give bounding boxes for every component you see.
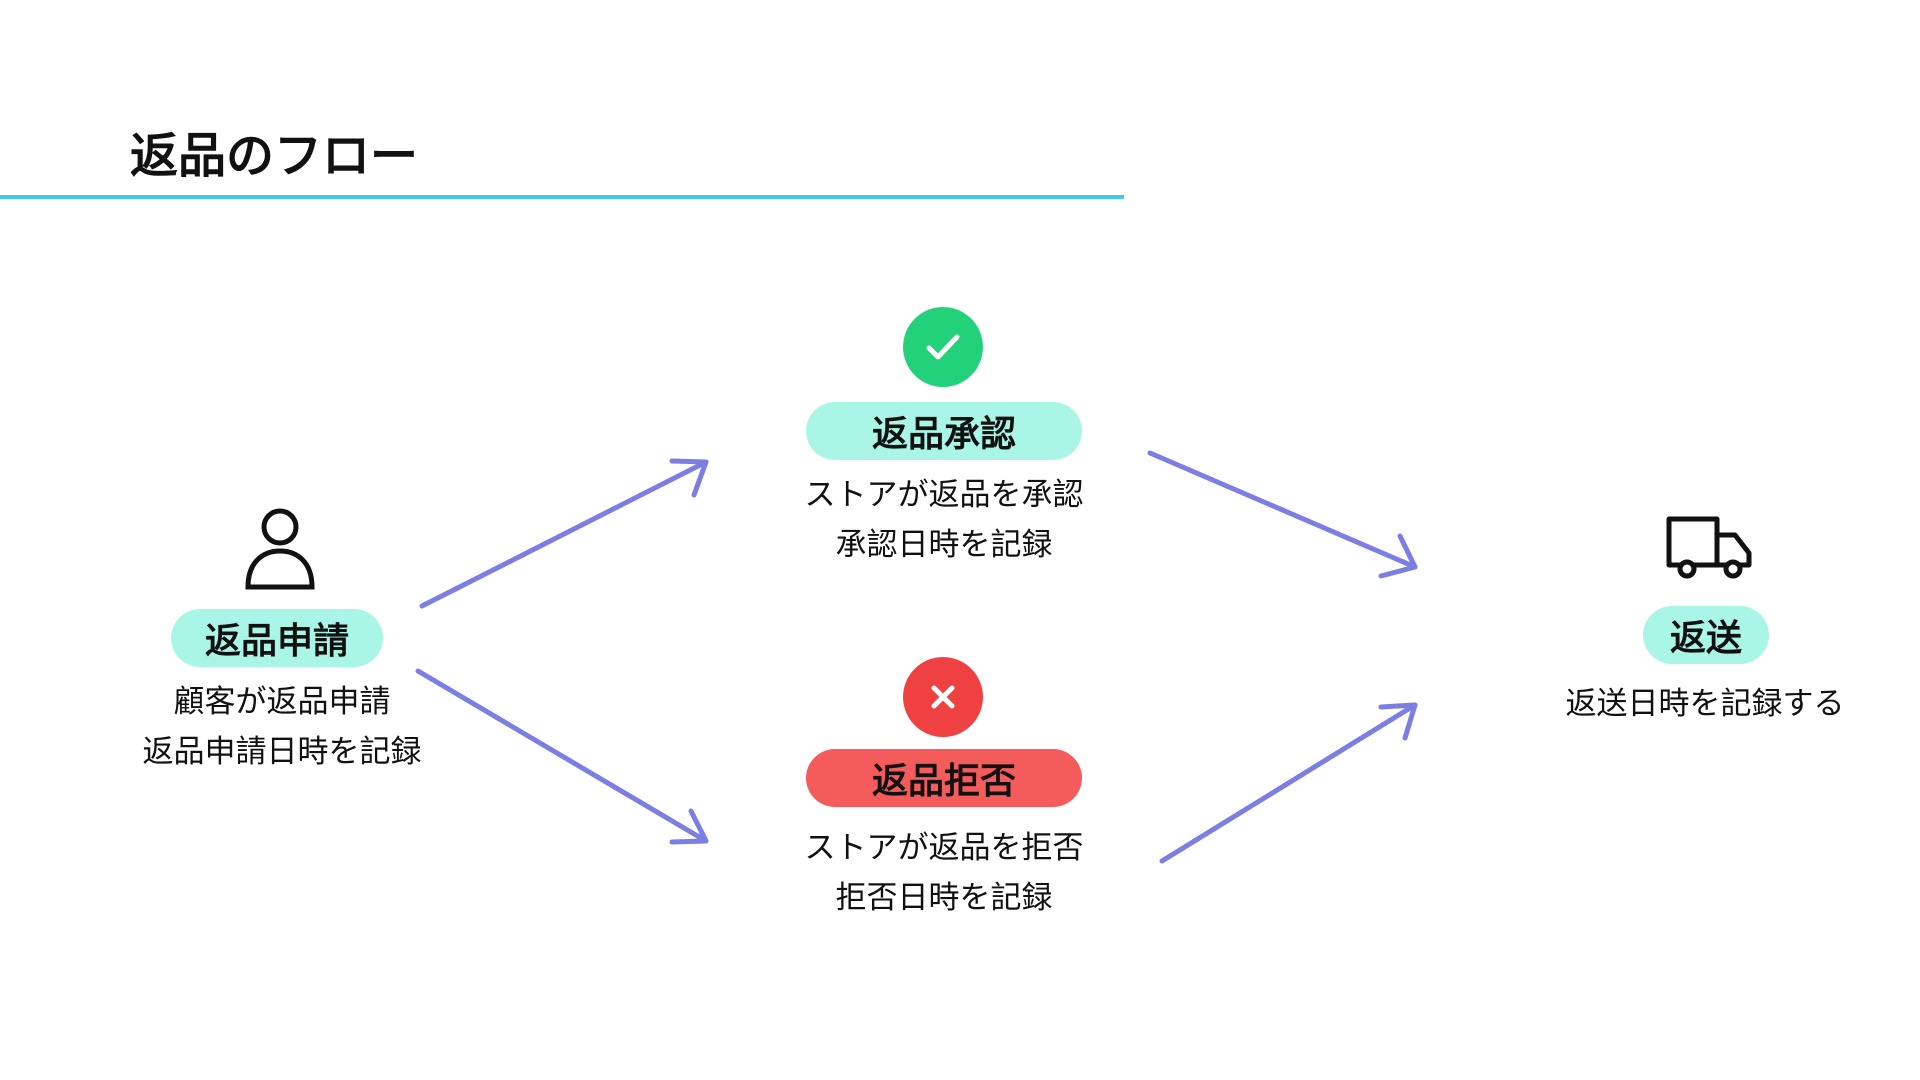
- description-return-approved: ストアが返品を承認 承認日時を記録: [744, 470, 1144, 570]
- description-line: 顧客が返品申請: [173, 684, 391, 720]
- description-line: 返品申請日時を記録: [142, 734, 422, 770]
- description-line: 返送日時を記録する: [1565, 686, 1845, 722]
- label-return-request: 返品申請: [171, 609, 383, 667]
- description-line: ストアが返品を承認: [804, 477, 1084, 513]
- label-return-rejected: 返品拒否: [806, 749, 1082, 807]
- label-return-shipping: 返送: [1643, 606, 1769, 664]
- description-return-rejected: ストアが返品を拒否 拒否日時を記録: [744, 823, 1144, 923]
- x-icon: [931, 685, 955, 709]
- label-return-approved: 返品承認: [806, 402, 1082, 460]
- title-underline: [0, 195, 1124, 199]
- description-line: 拒否日時を記録: [835, 880, 1053, 916]
- description-line: 承認日時を記録: [835, 527, 1053, 563]
- description-return-shipping: 返送日時を記録する: [1540, 679, 1870, 729]
- page-title: 返品のフロー: [130, 128, 419, 184]
- check-icon: [926, 334, 960, 360]
- check-circle: [903, 307, 983, 387]
- description-line: ストアが返品を拒否: [804, 830, 1084, 866]
- description-return-request: 顧客が返品申請 返品申請日時を記録: [97, 677, 467, 777]
- x-circle: [903, 657, 983, 737]
- person-icon: [245, 508, 315, 590]
- truck-icon: [1666, 516, 1752, 579]
- arrow-approve-to-ship: [1147, 450, 1418, 579]
- arrow-request-to-approve: [419, 458, 709, 609]
- arrow-reject-to-ship: [1159, 702, 1418, 864]
